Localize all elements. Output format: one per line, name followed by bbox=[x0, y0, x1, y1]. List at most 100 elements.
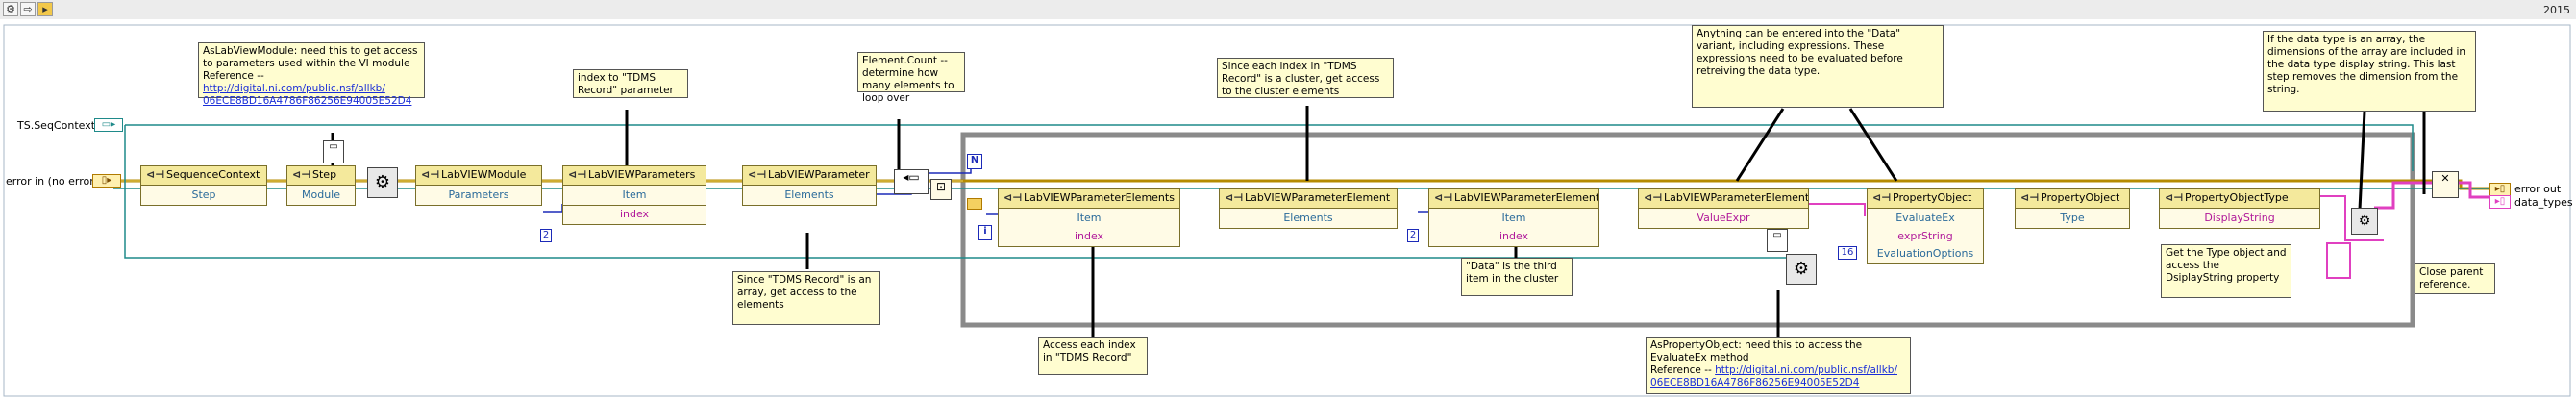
node-property[interactable]: Type bbox=[2060, 212, 2085, 224]
note-as-property-object: AsPropertyObject: need this to access th… bbox=[1646, 337, 1911, 394]
property-node-icon: ⊲⊣ bbox=[2165, 191, 2184, 204]
node-title: LabVIEWModule bbox=[441, 168, 527, 181]
kb-link-as-property-object[interactable]: http://digital.ni.com/public.nsf/allkb/ bbox=[1715, 364, 1897, 376]
index-array-icon[interactable]: ⊡ bbox=[930, 179, 952, 200]
node-labview-parameter-element-a[interactable]: ⊲⊣LabVIEWParameterElement Elements bbox=[1219, 188, 1398, 229]
property-node-icon: ⊲⊣ bbox=[146, 168, 165, 181]
node-title: SequenceContext bbox=[166, 168, 260, 181]
index-constant-b[interactable]: 2 bbox=[1407, 229, 1419, 242]
node-property[interactable]: Parameters bbox=[448, 188, 509, 201]
node-step[interactable]: ⊲⊣Step Module bbox=[286, 165, 356, 206]
diagram-frame bbox=[3, 24, 2571, 397]
array-size-icon[interactable]: ◂▭ bbox=[894, 169, 929, 194]
node-labview-parameter[interactable]: ⊲⊣LabVIEWParameter Elements bbox=[742, 165, 877, 206]
node-title: LabVIEWParameterElement bbox=[1245, 191, 1391, 204]
node-method[interactable]: Item bbox=[1501, 212, 1526, 224]
node-property[interactable]: Elements bbox=[784, 188, 834, 201]
node-property-object-evaluate[interactable]: ⊲⊣PropertyObject EvaluateEx bbox=[1867, 188, 1984, 229]
node-title: PropertyObject bbox=[2041, 191, 2120, 204]
note-element-count: Element.Count -- determine how many elem… bbox=[857, 52, 965, 104]
loop-count-terminal[interactable]: N bbox=[967, 154, 982, 169]
leader-anything-data-a bbox=[1735, 108, 1785, 182]
node-property[interactable]: Step bbox=[191, 188, 216, 201]
node-property[interactable]: Elements bbox=[1283, 212, 1333, 224]
node-property[interactable]: Module bbox=[302, 188, 340, 201]
node-parameter[interactable]: index bbox=[998, 228, 1180, 247]
node-title: LabVIEWParameters bbox=[588, 168, 696, 181]
loop-iteration-terminal[interactable]: i bbox=[978, 225, 992, 240]
to-more-specific-class-icon[interactable]: ▭ bbox=[1767, 229, 1788, 252]
leader-if-data-array bbox=[2358, 111, 2366, 211]
match-pattern-icon[interactable]: ⚙ bbox=[2351, 208, 2378, 235]
error-in-control[interactable]: ▯▸ bbox=[92, 174, 121, 188]
index-constant-a[interactable]: 2 bbox=[540, 229, 552, 242]
step-into-icon[interactable]: ▸ bbox=[37, 2, 53, 16]
retain-wire-values-icon[interactable]: ⇨ bbox=[20, 2, 36, 16]
node-parameter[interactable]: EvaluationOptions bbox=[1867, 245, 1984, 264]
node-title: PropertyObject bbox=[1893, 191, 1972, 204]
node-labview-module[interactable]: ⊲⊣LabVIEWModule Parameters bbox=[415, 165, 542, 206]
node-parameter[interactable]: index bbox=[562, 206, 706, 225]
highlight-execution-icon[interactable]: ⚙ bbox=[3, 2, 18, 16]
node-sequence-context[interactable]: ⊲⊣SequenceContext Step bbox=[140, 165, 267, 206]
note-as-labview-module: AsLabViewModule: need this to get access… bbox=[198, 42, 425, 107]
note-since-each-index: Since each index in "TDMS Record" is a c… bbox=[1217, 58, 1394, 98]
note-anything-data: Anything can be entered into the "Data" … bbox=[1692, 25, 1944, 108]
seq-context-control[interactable]: ▭▸ bbox=[94, 118, 123, 132]
node-parameter[interactable]: exprString bbox=[1867, 228, 1984, 247]
shift-register-icon[interactable] bbox=[967, 198, 982, 210]
node-labview-parameter-elements-a[interactable]: ⊲⊣LabVIEWParameterElements Item bbox=[998, 188, 1180, 229]
as-property-object-icon[interactable]: ⚙ bbox=[1786, 254, 1817, 285]
error-in-label: error in (no error) bbox=[6, 175, 99, 188]
node-labview-parameter-elements-b[interactable]: ⊲⊣LabVIEWParameterElements Item bbox=[1428, 188, 1599, 229]
property-node-icon: ⊲⊣ bbox=[421, 168, 440, 181]
kb-link-as-property-object-2[interactable]: 06ECE8BD16A4786F86256E94005E52D4 bbox=[1650, 377, 1860, 388]
to-more-specific-class-icon[interactable]: ▭ bbox=[323, 140, 344, 163]
string-array-constant[interactable] bbox=[2326, 242, 2351, 279]
node-method[interactable]: EvaluateEx bbox=[1895, 212, 1955, 224]
property-node-icon: ⊲⊣ bbox=[2020, 191, 2040, 204]
invoke-node-icon: ⊲⊣ bbox=[568, 168, 587, 181]
node-title: LabVIEWParameterElements bbox=[1454, 191, 1598, 204]
note-data-third-item: "Data" is the third item in the cluster bbox=[1461, 258, 1573, 296]
error-out-indicator[interactable]: ▸▯ bbox=[2489, 183, 2511, 196]
note-index-tdms: index to "TDMS Record" parameter bbox=[573, 69, 688, 98]
close-reference-icon[interactable]: ✕ bbox=[2432, 171, 2459, 198]
property-node-icon: ⊲⊣ bbox=[1225, 191, 1244, 204]
note-access-each-index: Access each index in "TDMS Record" bbox=[1038, 337, 1148, 375]
node-property[interactable]: DisplayString bbox=[2204, 212, 2275, 224]
eval-options-constant[interactable]: 16 bbox=[1838, 246, 1857, 260]
property-node-icon: ⊲⊣ bbox=[1644, 191, 1663, 204]
node-property-object-type-display[interactable]: ⊲⊣PropertyObjectType DisplayString bbox=[2159, 188, 2320, 229]
seqcontext-wire-down bbox=[124, 125, 963, 259]
block-diagram[interactable]: TS.SeqContext ▭▸ error in (no error) ▯▸ … bbox=[0, 19, 2576, 401]
node-property[interactable]: ValueExpr bbox=[1697, 212, 1750, 224]
data-types-label: data_types bbox=[2514, 196, 2573, 209]
node-title: LabVIEWParameterElements bbox=[1024, 191, 1175, 204]
node-title: LabVIEWParameterElement bbox=[1664, 191, 1808, 204]
invoke-node-icon: ⊲⊣ bbox=[1872, 191, 1892, 204]
node-parameter[interactable]: index bbox=[1428, 228, 1599, 247]
property-node-icon: ⊲⊣ bbox=[748, 168, 767, 181]
for-loop-frame bbox=[960, 132, 2415, 328]
invoke-node-icon: ⊲⊣ bbox=[1003, 191, 1023, 204]
kb-link-as-labview-module[interactable]: http://digital.ni.com/public.nsf/allkb/ bbox=[203, 83, 385, 94]
note-get-type-object: Get the Type object and access the Dsipl… bbox=[2161, 244, 2291, 298]
node-method[interactable]: Item bbox=[1077, 212, 1102, 224]
node-title: PropertyObjectType bbox=[2185, 191, 2289, 204]
data-types-indicator[interactable]: ▸▯ bbox=[2489, 195, 2511, 209]
labview-version-label: 2015 bbox=[2543, 4, 2570, 16]
node-labview-parameter-element-b[interactable]: ⊲⊣LabVIEWParameterElement ValueExpr bbox=[1638, 188, 1809, 229]
node-property-object-type[interactable]: ⊲⊣PropertyObject Type bbox=[2015, 188, 2130, 229]
seqcontext-wire-loop bbox=[963, 257, 1789, 279]
index-const-wire-a bbox=[543, 204, 563, 213]
note-since-tdms-array: Since "TDMS Record" is an array, get acc… bbox=[732, 271, 880, 325]
node-labview-parameters[interactable]: ⊲⊣LabVIEWParameters Item bbox=[562, 165, 706, 206]
node-method[interactable]: Item bbox=[622, 188, 647, 201]
as-labview-module-icon[interactable]: ⚙ bbox=[367, 167, 398, 198]
note-if-data-array: If the data type is an array, the dimens… bbox=[2263, 31, 2476, 112]
seq-context-label: TS.SeqContext bbox=[17, 119, 96, 132]
kb-link-as-labview-module-2[interactable]: 06ECE8BD16A4786F86256E94005E52D4 bbox=[203, 95, 412, 107]
node-title: LabVIEWParameter bbox=[768, 168, 870, 181]
node-title: Step bbox=[312, 168, 337, 181]
